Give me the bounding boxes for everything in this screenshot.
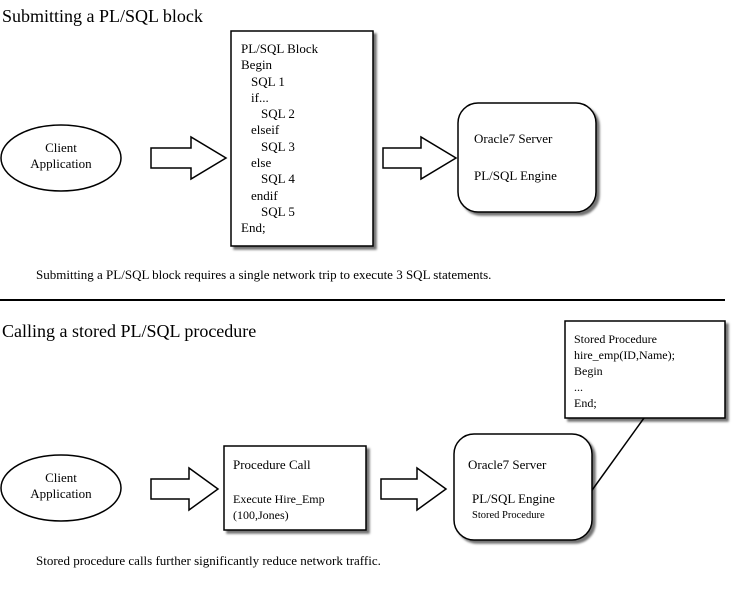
stored-procedure-begin: Begin (574, 364, 603, 378)
block-line-begin: Begin (241, 57, 273, 73)
stored-procedure-code: Stored Procedure hire_emp(ID,Name); Begi… (574, 331, 675, 411)
procedure-call-line2: (100,Jones) (233, 508, 289, 522)
client-application-ellipse-2 (0, 454, 122, 522)
arrow-block-to-server (382, 135, 458, 181)
procedure-call-box (223, 445, 367, 531)
client-application-ellipse-1 (0, 124, 122, 192)
plsql-block-box (230, 30, 374, 247)
block-title: PL/SQL Block (241, 41, 319, 56)
server-to-stored-procedure-connector (589, 417, 645, 494)
section1-caption: Submitting a PL/SQL block requires a sin… (36, 267, 492, 282)
oracle7-server-box-1 (457, 102, 597, 213)
block-line-sql3: SQL 3 (261, 138, 295, 154)
block-line-if: if... (251, 89, 269, 105)
client-application-label-2: Client Application (1, 470, 121, 503)
client-application-label-1: Client Application (1, 140, 121, 173)
client-label-line1: Client (45, 470, 77, 485)
stored-procedure-box (564, 320, 726, 419)
block-line-sql5: SQL 5 (261, 203, 295, 219)
server-engine-1: PL/SQL Engine (474, 168, 557, 183)
stored-procedure-end: End; (574, 396, 597, 410)
block-line-sql4: SQL 4 (261, 171, 295, 187)
block-line-end: End; (241, 220, 266, 236)
block-line-elseif: elseif (251, 122, 280, 138)
stored-procedure-ellipsis: ... (574, 380, 583, 394)
procedure-call-line1: Execute Hire_Emp (233, 492, 325, 506)
client-label-line2: Application (30, 156, 92, 172)
client-label-line1: Client (45, 140, 77, 155)
server-engine-2: PL/SQL Engine (472, 491, 555, 506)
plsql-block-code: PL/SQL Block Begin SQL 1 if... SQL 2 els… (241, 41, 318, 237)
server-title-1: Oracle7 Server (474, 131, 553, 146)
arrow-call-to-server (380, 466, 448, 512)
block-line-else: else (251, 155, 272, 171)
stored-procedure-title: Stored Procedure (574, 332, 657, 346)
arrow-client-to-call (150, 466, 220, 512)
section2-caption: Stored procedure calls further significa… (36, 553, 381, 568)
block-line-endif: endif (251, 187, 278, 203)
section2-heading: Calling a stored PL/SQL procedure (2, 321, 257, 341)
procedure-call-text: Execute Hire_Emp (100,Jones) (233, 491, 325, 523)
oracle7-server-box-2 (453, 433, 593, 541)
block-line-sql2: SQL 2 (261, 106, 295, 122)
arrow-client-to-block (150, 135, 228, 181)
procedure-call-title: Procedure Call (233, 457, 311, 472)
client-label-line2: Application (30, 486, 92, 502)
server-title-2: Oracle7 Server (468, 457, 547, 472)
block-line-sql1: SQL 1 (251, 73, 285, 89)
server-stored-procedure-label: Stored Procedure (472, 510, 545, 521)
section1-heading: Submitting a PL/SQL block (2, 6, 203, 26)
stored-procedure-signature: hire_emp(ID,Name); (574, 348, 675, 362)
